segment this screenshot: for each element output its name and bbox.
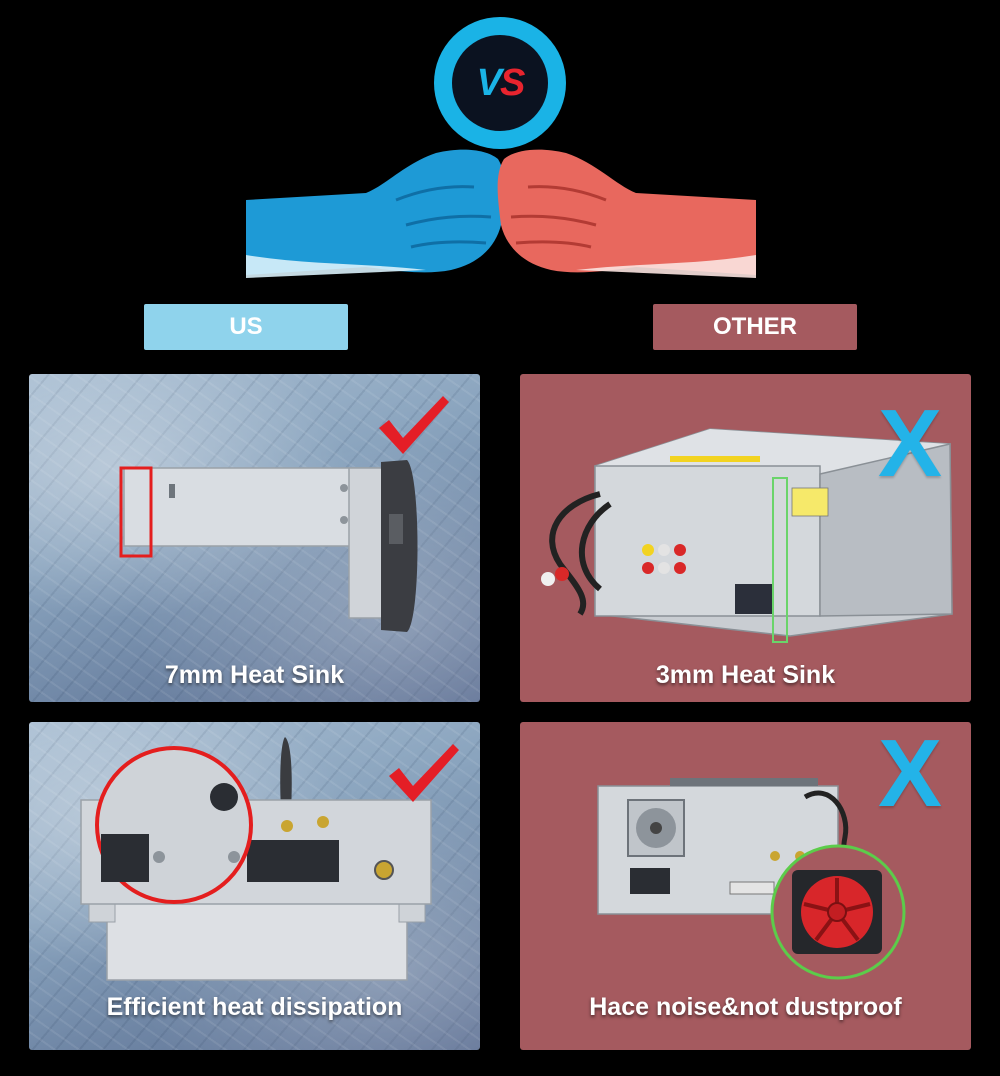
radio-rear-panel-image	[80, 737, 432, 981]
caption-efficient-heat-dissipation: Efficient heat dissipation	[106, 993, 403, 1021]
radio-with-fan-image	[597, 778, 906, 980]
radio-rear-view-image	[541, 428, 953, 643]
check-icon	[379, 396, 449, 454]
panel-other-fan: X Hace noise&not dustproof	[520, 722, 971, 1050]
caption-7mm-heat-sink: 7mm Heat Sink	[164, 661, 345, 689]
blue-fist	[246, 149, 505, 275]
vs-emblem-center	[452, 35, 548, 131]
x-icon: X	[878, 722, 943, 827]
caption-3mm-heat-sink: 3mm Heat Sink	[655, 661, 836, 689]
panel-other-heat-sink: X 3mm Heat Sink	[520, 374, 971, 702]
other-label: OTHER	[653, 304, 857, 350]
check-icon	[389, 744, 459, 802]
vs-emblem-text: VS	[452, 35, 548, 131]
x-icon: X	[878, 390, 943, 497]
radio-side-view-image	[119, 460, 418, 632]
panel-us-heat-sink: 7mm Heat Sink	[29, 374, 480, 702]
us-label: US	[144, 304, 348, 350]
panel-us-heat-dissipation: Efficient heat dissipation	[29, 722, 480, 1050]
fists-bump-image	[246, 149, 756, 278]
caption-noise-not-dustproof: Hace noise&not dustproof	[589, 993, 902, 1021]
vs-letter-v: V	[476, 62, 502, 104]
red-fist	[497, 149, 756, 275]
vs-letter-s: S	[500, 62, 525, 104]
